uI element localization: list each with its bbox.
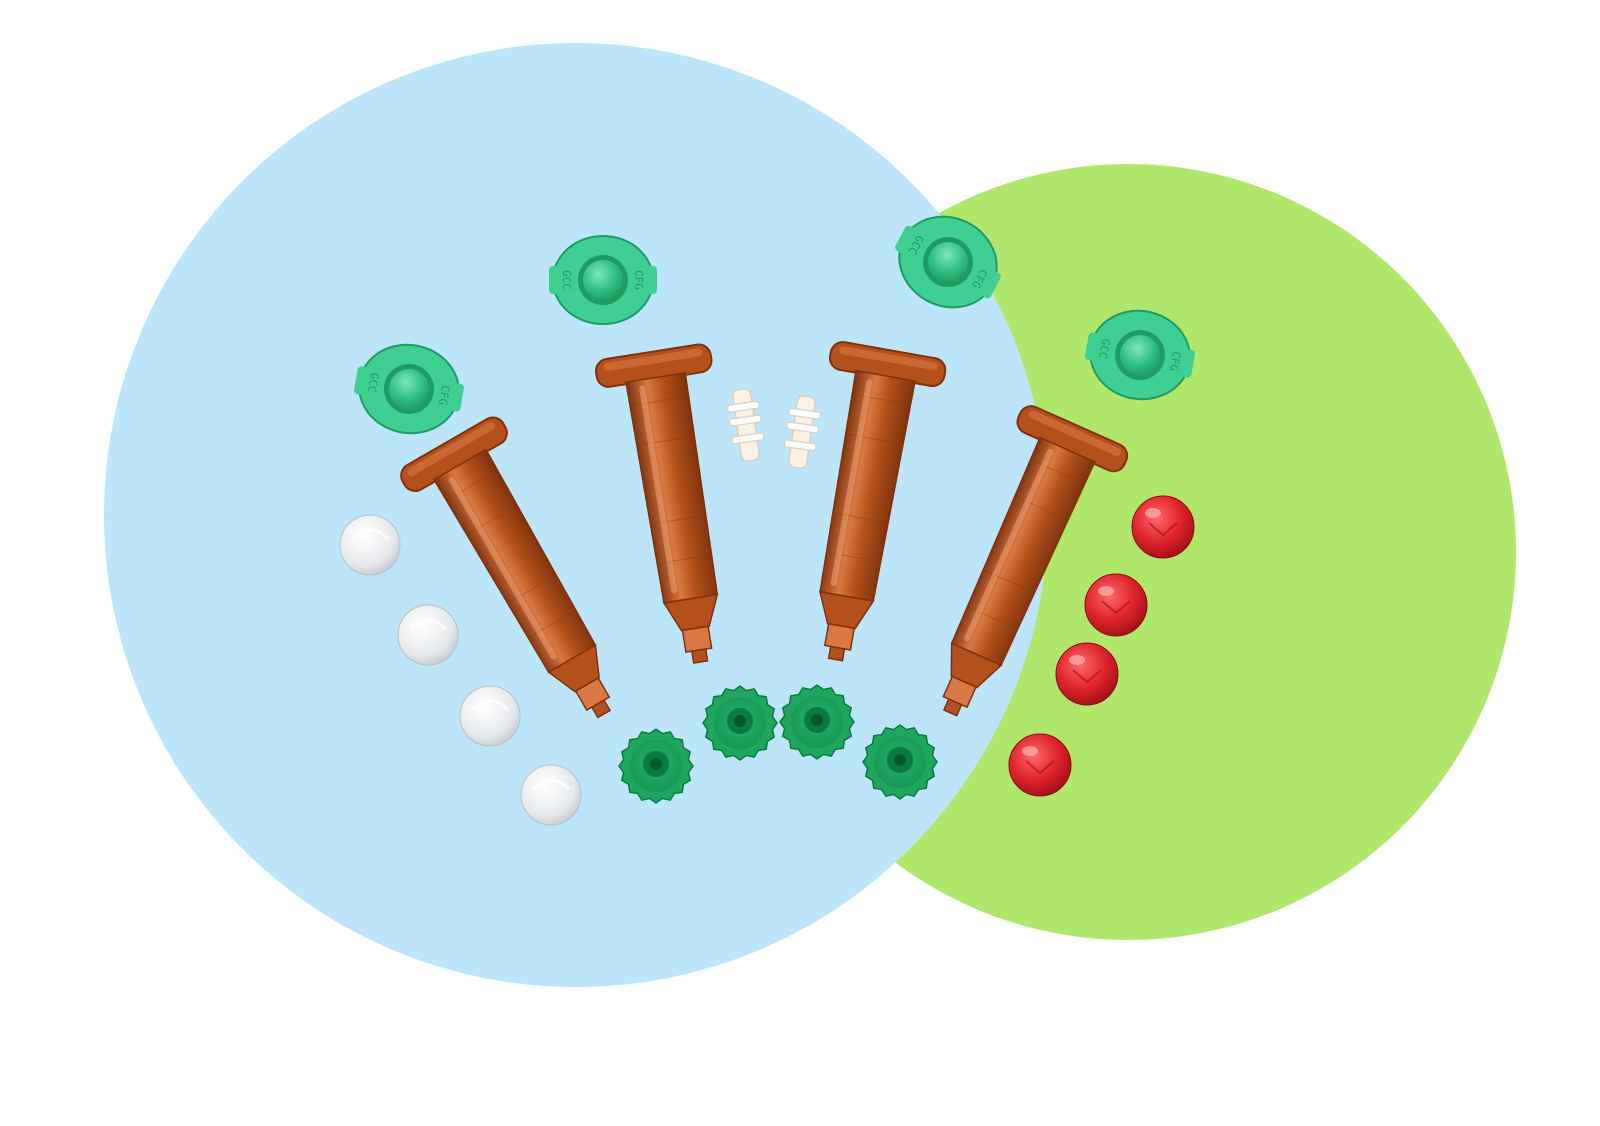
white-piston	[459, 685, 521, 747]
cap-embossed-text: CFG	[632, 270, 645, 290]
syringe-barrel	[942, 405, 1129, 717]
white-piston	[339, 514, 401, 576]
white-piston	[520, 764, 582, 826]
green-tip-cap	[702, 685, 778, 761]
red-piston	[1055, 642, 1119, 706]
syringe-barrel	[400, 416, 612, 719]
syringe-barrel	[819, 341, 947, 662]
white-plunger-plug	[726, 388, 765, 462]
cap-embossed-text: CFG	[1167, 350, 1183, 372]
cap-embossed-text: CFG	[436, 384, 452, 406]
red-piston	[1008, 733, 1072, 797]
green-end-cap: GCC CFG	[549, 235, 657, 325]
cap-embossed-text: GCC	[365, 372, 381, 394]
green-tip-cap	[618, 728, 694, 804]
green-end-cap: GCC CFG	[354, 343, 464, 435]
green-tip-cap	[779, 684, 855, 760]
white-plunger-plug	[783, 395, 822, 469]
blue-background-circle	[104, 43, 1048, 987]
cap-embossed-text: GCC	[560, 270, 573, 290]
red-piston	[1084, 573, 1148, 637]
green-end-cap: GCC CFG	[1085, 309, 1195, 401]
syringe-barrel	[594, 343, 719, 664]
white-piston	[397, 604, 459, 666]
cap-embossed-text: GCC	[1096, 338, 1112, 360]
red-piston	[1131, 495, 1195, 559]
green-tip-cap	[862, 724, 938, 800]
